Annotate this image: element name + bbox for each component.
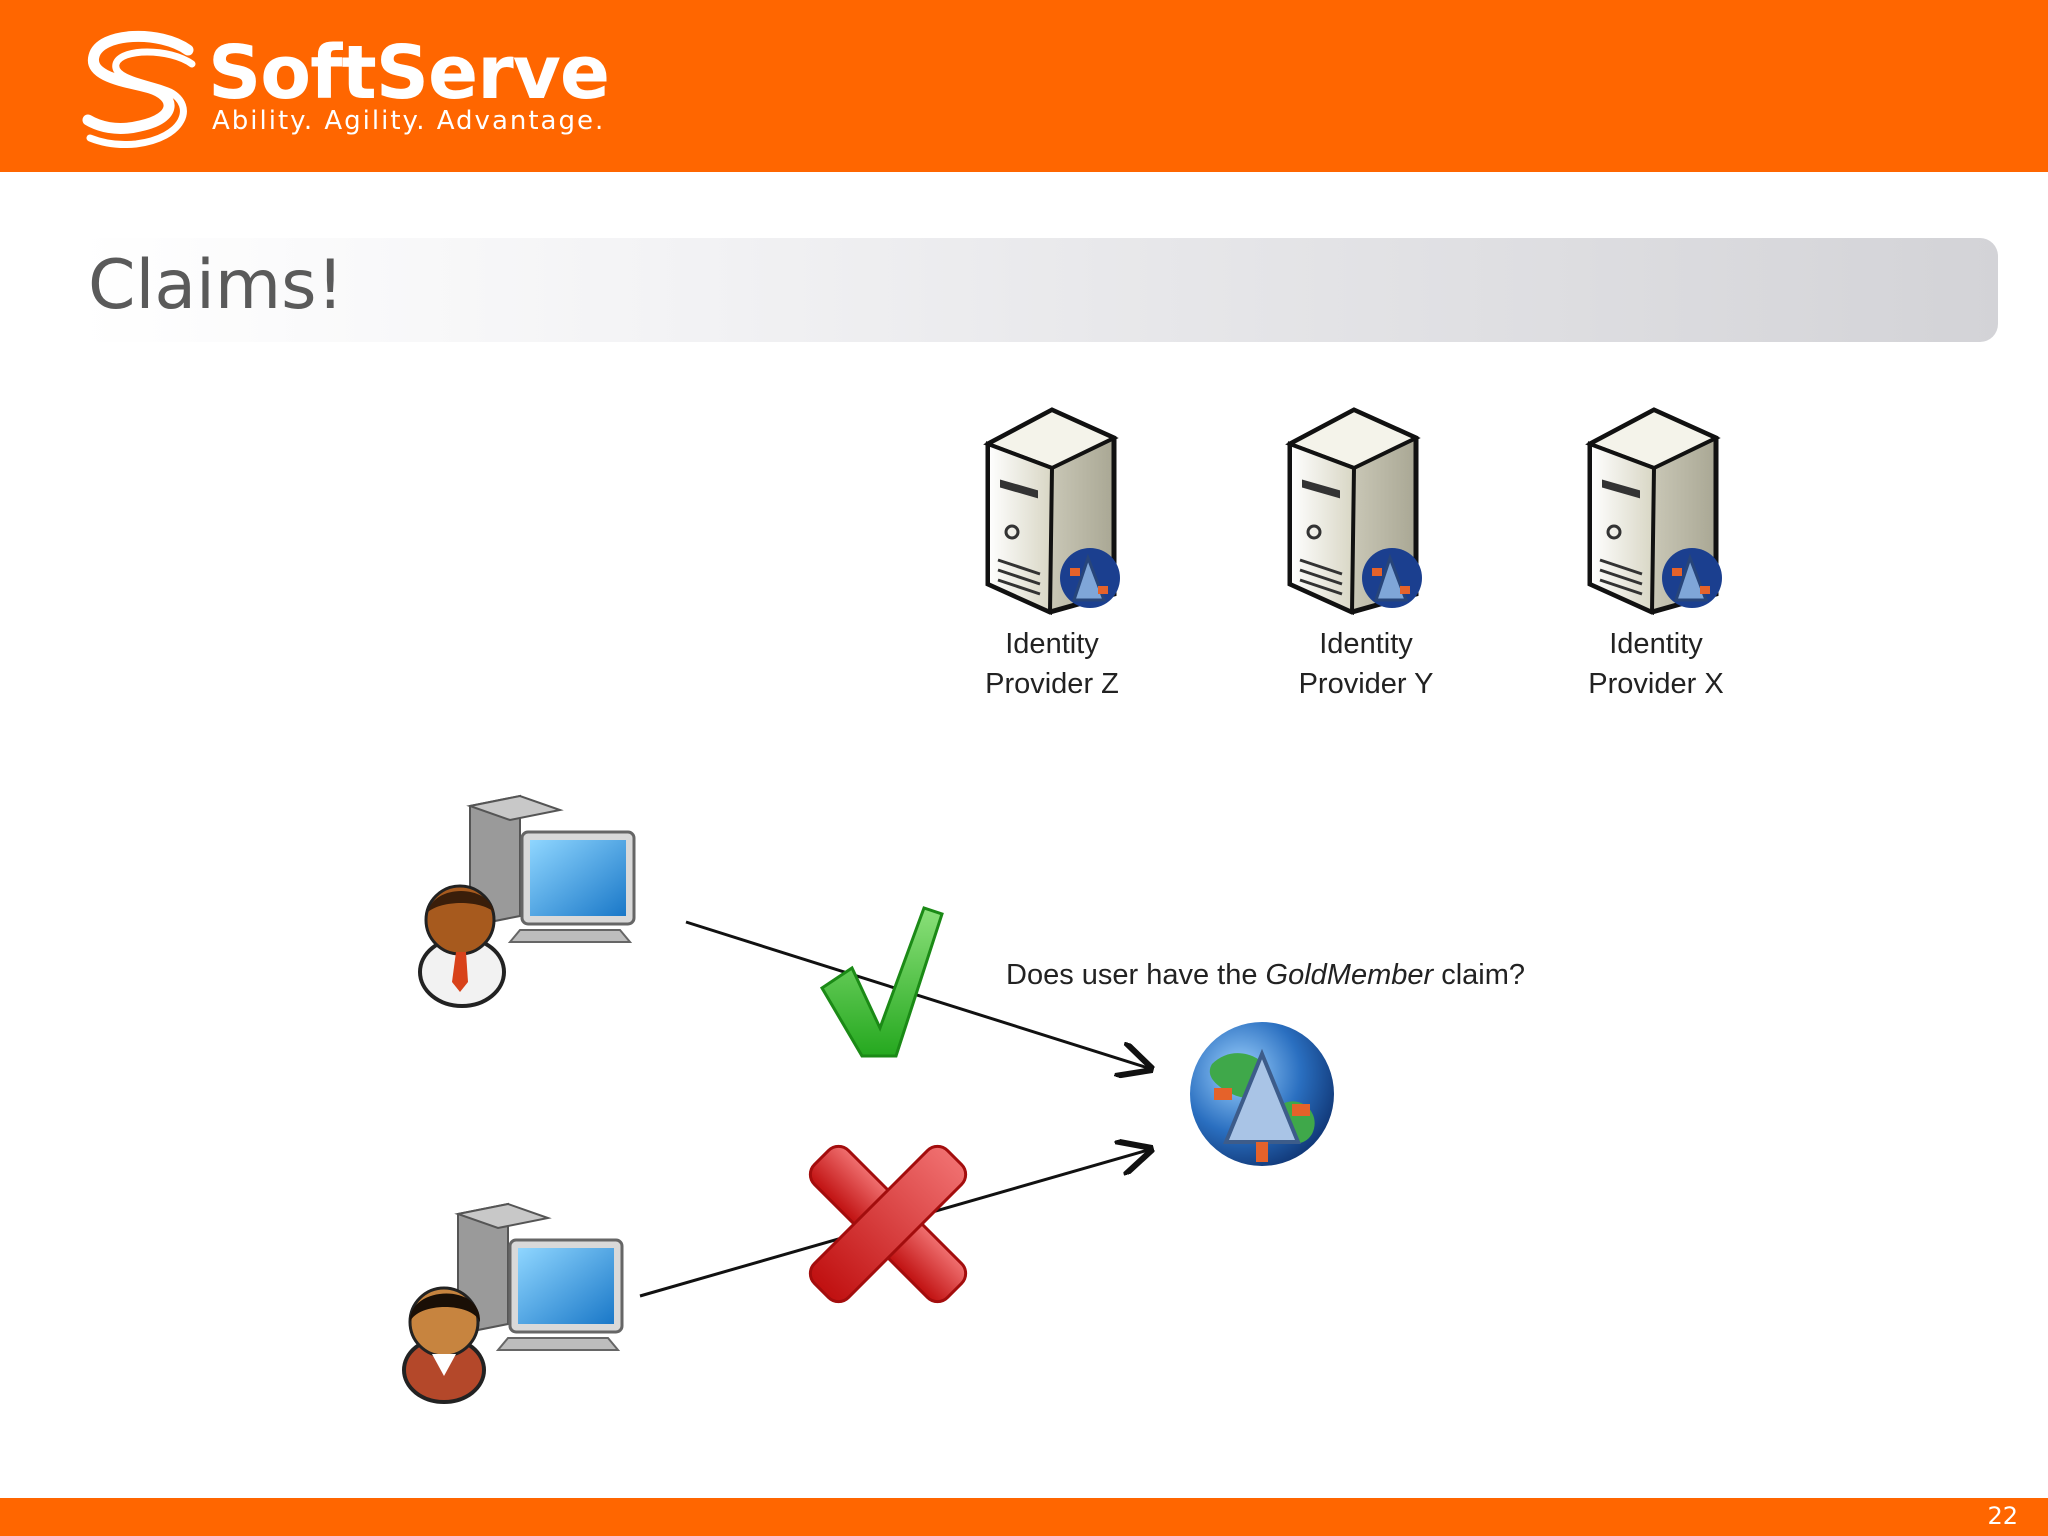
server-icon-provider-z xyxy=(983,407,1120,616)
provider-label-y-line2: Provider Y xyxy=(1298,668,1434,700)
provider-label-z-line2: Provider Z xyxy=(985,668,1119,700)
claim-question-suffix: claim? xyxy=(1433,959,1526,991)
brand-name: SoftServe xyxy=(208,30,610,116)
provider-label-z: Identity Provider Z xyxy=(932,624,1172,704)
claim-question: Does user have the GoldMember claim? xyxy=(1006,955,1525,995)
provider-label-x: Identity Provider X xyxy=(1536,624,1776,704)
provider-label-x-line1: Identity xyxy=(1609,628,1703,660)
provider-label-x-line2: Provider X xyxy=(1588,668,1724,700)
user-workstation-icon-allowed xyxy=(418,794,636,1008)
provider-label-y: Identity Provider Y xyxy=(1246,624,1486,704)
title-bar xyxy=(80,238,1998,342)
cross-mark-icon xyxy=(808,1144,968,1304)
brand-tagline: Ability. Agility. Advantage. xyxy=(212,106,606,136)
page-number: 22 xyxy=(1987,1502,2018,1530)
claim-question-prefix: Does user have the xyxy=(1006,959,1266,991)
check-mark-icon xyxy=(819,906,944,1058)
claim-name: GoldMember xyxy=(1265,959,1434,991)
header-bar xyxy=(0,0,2048,172)
user-workstation-icon-denied xyxy=(402,1202,624,1404)
provider-label-y-line1: Identity xyxy=(1319,628,1413,660)
provider-label-z-line1: Identity xyxy=(1005,628,1099,660)
server-icon-provider-x xyxy=(1585,407,1722,616)
softserve-logo-icon xyxy=(82,30,196,148)
footer-bar xyxy=(0,1498,2048,1536)
slide-title: Claims! xyxy=(88,246,344,325)
globe-application-icon xyxy=(1190,1022,1334,1166)
server-icon-provider-y xyxy=(1285,407,1422,616)
